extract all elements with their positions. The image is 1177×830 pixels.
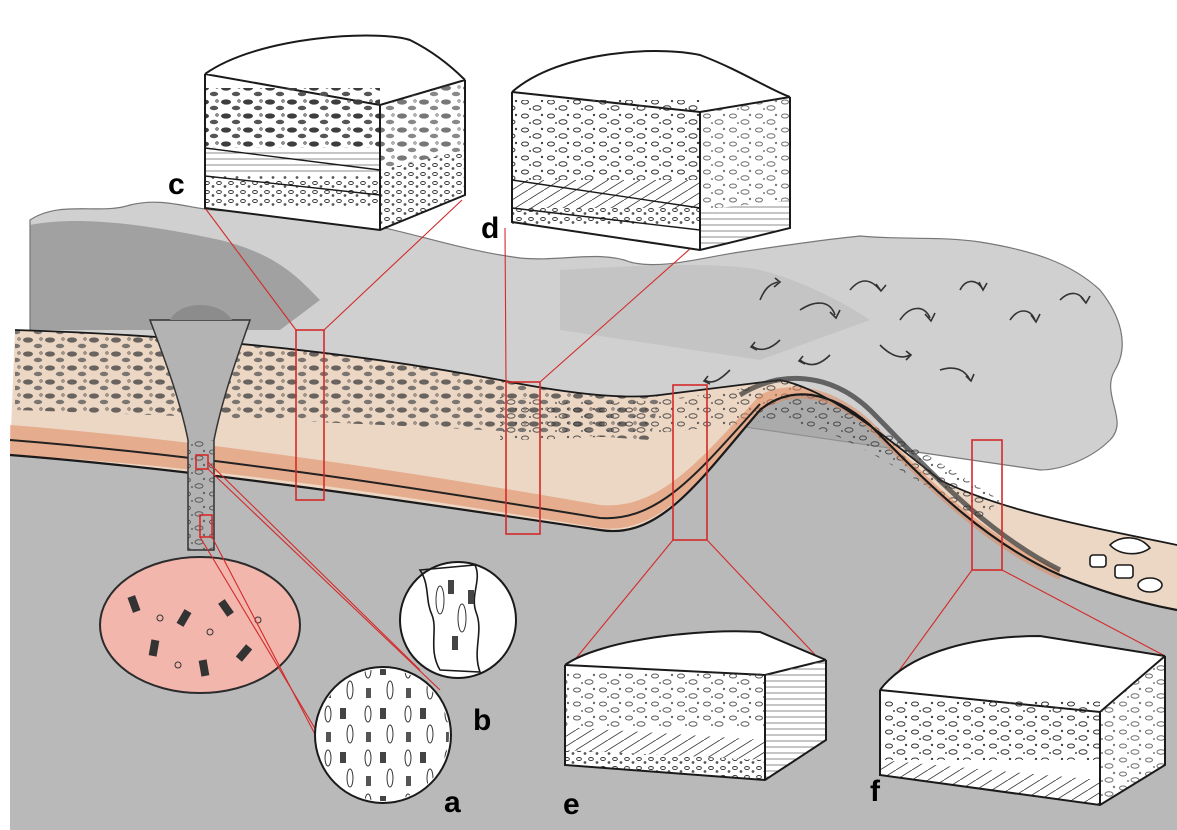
crystal-magnifier-b — [400, 562, 516, 678]
deposit-block-c — [205, 36, 465, 230]
magma-chamber — [100, 557, 300, 693]
deposit-block-e — [565, 631, 826, 780]
deposit-block-f — [880, 636, 1165, 805]
label-c: c — [168, 168, 185, 202]
label-d: d — [481, 212, 499, 246]
deposit-block-d — [512, 51, 790, 250]
label-e: e — [563, 788, 580, 822]
label-a: a — [444, 786, 461, 820]
label-b: b — [473, 704, 491, 738]
crystal-magnifier-a — [315, 667, 451, 803]
label-f: f — [870, 775, 880, 809]
